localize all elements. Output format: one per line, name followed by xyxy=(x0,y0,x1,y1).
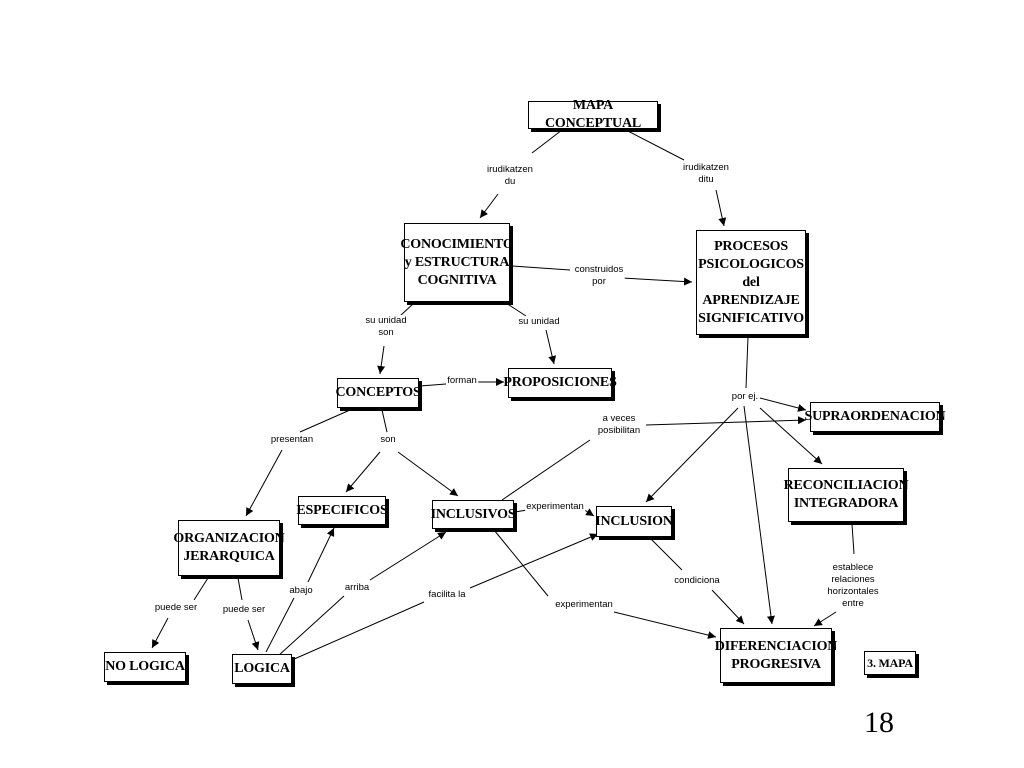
edge-son-to-inclusivos xyxy=(397,451,459,497)
edge-label-puede-ser-no-logica: puede ser xyxy=(153,602,199,614)
edge-label-por-ej: por ej. xyxy=(730,391,760,403)
edge-label-a-veces-posibilitan: a veces posibilitan xyxy=(596,413,642,437)
edge-logica-to-especificos-b xyxy=(307,527,335,583)
edge-mapa-to-procesos-a xyxy=(625,129,685,161)
edge-logica-to-inclusivos-a xyxy=(277,595,345,657)
edge-conocimiento-to-conceptos-a xyxy=(399,302,415,317)
edge-inclusivos-to-diferenciacion-a xyxy=(493,529,549,597)
edge-organizacion-to-no-logica-a xyxy=(193,577,209,601)
edge-procesos-to-por-ej xyxy=(745,336,749,389)
edge-logica-to-especificos-a xyxy=(265,597,295,653)
node-especificos: ESPECIFICOS xyxy=(296,496,388,525)
edge-label-experimentan-inclusion: experimentan xyxy=(525,501,585,513)
edge-inclusivos-to-diferenciacion-b xyxy=(613,611,717,639)
edge-conceptos-to-organizacion-b xyxy=(245,449,283,517)
edge-label-abajo: abajo xyxy=(288,585,314,597)
node-mapa-conceptual: MAPA CONCEPTUAL xyxy=(528,98,658,131)
edge-label-arriba: arriba xyxy=(343,582,371,594)
node-conceptos: CONCEPTOS xyxy=(335,378,421,408)
edge-logica-to-inclusion-b xyxy=(469,533,599,589)
edge-por-ej-to-diferenciacion xyxy=(743,405,775,625)
edge-conceptos-to-organizacion-a xyxy=(299,409,351,433)
node-inclusivos: INCLUSIVOS xyxy=(431,500,516,529)
edge-label-son: son xyxy=(379,434,397,446)
edge-label-irudikatzen-du: irudikatzen du xyxy=(486,164,534,188)
edge-mapa-to-procesos-b xyxy=(715,189,727,227)
node-diferenciacion-progresiva: DIFERENCIACION PROGRESIVA xyxy=(715,628,837,683)
edge-label-facilita-la: facilita la xyxy=(427,589,467,601)
edge-conocimiento-to-proposiciones-a xyxy=(505,302,527,317)
edge-organizacion-to-logica-b xyxy=(247,619,260,651)
edge-label-su-unidad: su unidad xyxy=(517,316,561,328)
edge-organizacion-to-no-logica-b xyxy=(151,617,169,649)
edge-label-forman: forman xyxy=(446,375,478,387)
edge-label-experimentan-diferenciacion: experimentan xyxy=(554,599,614,611)
node-organizacion-jerarquica: ORGANIZACION JERARQUICA xyxy=(173,520,285,576)
node-supraordenacion: SUPRAORDENACION xyxy=(805,402,946,432)
node-inclusion: INCLUSION xyxy=(595,506,673,537)
edge-inclusion-to-diferenciacion-a xyxy=(649,537,683,571)
edge-inclusivos-to-supraordenacion-a xyxy=(501,439,591,501)
edge-conocimiento-to-procesos-a xyxy=(511,265,571,271)
edge-logica-to-inclusivos-b xyxy=(369,531,447,581)
edge-label-establece-relaciones: establece relaciones horizontales entre xyxy=(826,562,880,610)
edge-conocimiento-to-proposiciones-b xyxy=(545,329,557,365)
edge-label-irudikatzen-ditu: irudikatzen ditu xyxy=(682,162,730,186)
edge-por-ej-to-supraordenacion xyxy=(759,397,807,412)
edge-conceptos-to-son xyxy=(381,409,388,433)
edge-conceptos-to-proposiciones-a xyxy=(419,383,447,387)
node-logica: LOGICA xyxy=(232,654,292,684)
edge-inclusivos-to-inclusion-b xyxy=(582,508,595,517)
node-proposiciones: PROPOSICIONES xyxy=(503,368,617,398)
edge-inclusivos-to-supraordenacion-b xyxy=(645,416,807,426)
edge-conocimiento-to-conceptos-b xyxy=(377,345,386,375)
page-number: 18 xyxy=(864,706,894,739)
edge-inclusivos-to-inclusion-a xyxy=(514,509,528,513)
edge-label-su-unidad-son: su unidad son xyxy=(364,315,408,339)
edge-label-puede-ser-logica: puede ser xyxy=(221,604,267,616)
edge-label-condiciona: condiciona xyxy=(673,575,721,587)
edge-mapa-to-conocimiento-b xyxy=(479,193,499,219)
edge-inclusion-to-diferenciacion-b xyxy=(711,589,745,625)
edge-reconciliacion-to-diferenciacion-b xyxy=(813,611,837,627)
edge-reconciliacion-to-diferenciacion-a xyxy=(851,523,855,555)
edge-logica-to-inclusion-a xyxy=(291,601,425,661)
edge-por-ej-to-reconciliacion xyxy=(759,407,823,465)
node-mapa-reference: 3. MAPA xyxy=(864,651,916,675)
node-no-logica: NO LOGICA xyxy=(104,652,186,682)
edge-conocimiento-to-procesos-b xyxy=(621,277,693,286)
edge-mapa-to-conocimiento-a xyxy=(531,129,563,154)
edge-label-construidos-por: construidos por xyxy=(573,264,625,288)
node-conocimiento-estructura-cognitiva: CONOCIMIENTO y ESTRUCTURA COGNITIVA xyxy=(400,223,514,302)
edge-organizacion-to-logica-a xyxy=(237,577,243,601)
node-procesos-psicologicos: PROCESOS PSICOLOGICOS del APRENDIZAJE SI… xyxy=(696,230,806,335)
edge-label-presentan: presentan xyxy=(269,434,315,446)
edge-por-ej-to-inclusion xyxy=(645,407,739,503)
edge-son-to-especificos xyxy=(345,451,381,493)
node-reconciliacion-integradora: RECONCILIACION INTEGRADORA xyxy=(784,468,909,522)
